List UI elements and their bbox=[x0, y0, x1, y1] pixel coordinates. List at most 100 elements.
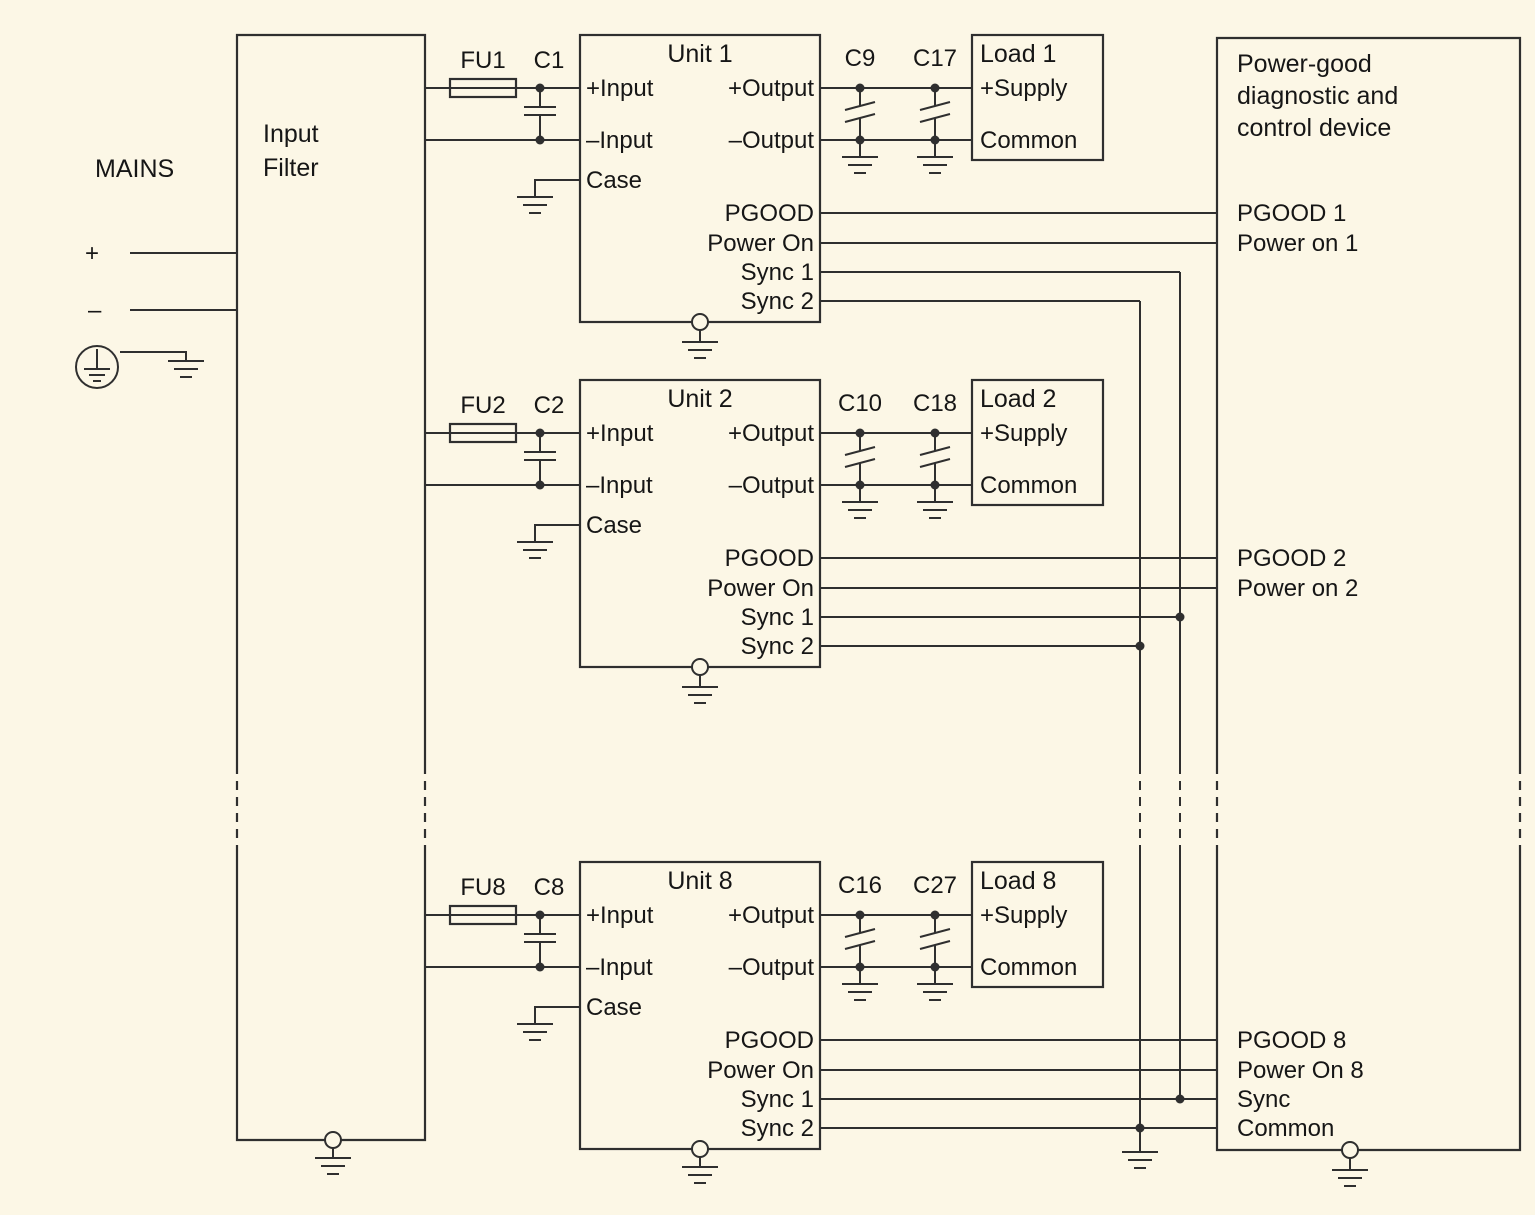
ground-icon bbox=[681, 341, 719, 359]
ctrl-poweron2-label: Power on 2 bbox=[1237, 575, 1358, 602]
unit1-input-cap-symbol bbox=[524, 88, 556, 140]
ground-icon bbox=[314, 1157, 352, 1175]
unit2-input-cap-label: C2 bbox=[534, 392, 565, 419]
control-device-box bbox=[1215, 36, 1522, 1152]
unit8-pin-neg-input: –Input bbox=[586, 954, 653, 981]
unit2-outcap2-symbol bbox=[919, 433, 951, 502]
junction-dot bbox=[930, 428, 940, 438]
unit2-outcap1-label: C10 bbox=[838, 390, 882, 417]
unit2-case-wire bbox=[534, 524, 580, 542]
junction-dot bbox=[855, 428, 865, 438]
control-title-3: control device bbox=[1237, 114, 1391, 142]
control-device-box-dashed bbox=[1215, 765, 1522, 845]
unit1-pin-case: Case bbox=[586, 167, 642, 194]
unit8-input-cap-label: C8 bbox=[534, 874, 565, 901]
junction-dot bbox=[535, 428, 545, 438]
pe-ground-glyph bbox=[84, 349, 110, 382]
unit2-input-wires bbox=[425, 432, 580, 486]
unit2-sig-power-on: Power On bbox=[707, 575, 814, 602]
junction-dot bbox=[855, 910, 865, 920]
unit8-sig-sync1: Sync 1 bbox=[741, 1086, 814, 1113]
input-filter-label-1: Input bbox=[263, 120, 319, 148]
input-filter-box-dashed bbox=[235, 765, 427, 845]
unit1-pin-pos-output: +Output bbox=[728, 75, 814, 102]
junction-dot bbox=[855, 83, 865, 93]
ground-icon bbox=[681, 1166, 719, 1184]
input-filter: Input Filter bbox=[235, 33, 427, 1175]
unit2-pin-neg-input: –Input bbox=[586, 472, 653, 499]
ground-icon bbox=[841, 501, 879, 519]
unit8-output-wires bbox=[820, 914, 972, 968]
unit2-pin-case: Case bbox=[586, 512, 642, 539]
unit2-pin-neg-output: –Output bbox=[729, 472, 815, 499]
ground-icon bbox=[516, 1023, 554, 1041]
unit1-fuse-symbol bbox=[448, 77, 518, 99]
load1-box bbox=[970, 33, 1105, 162]
unit2-sig-sync2: Sync 2 bbox=[741, 633, 814, 660]
junction-dot bbox=[930, 480, 940, 490]
unit1-pin-pos-input: +Input bbox=[586, 75, 654, 102]
input-filter-box bbox=[235, 33, 427, 1142]
unit2-sig-sync1: Sync 1 bbox=[741, 604, 814, 631]
ground-icon bbox=[516, 541, 554, 559]
unit1-sig-pgood: PGOOD bbox=[725, 200, 814, 227]
load1-title: Load 1 bbox=[980, 40, 1056, 68]
load8-common-label: Common bbox=[980, 954, 1077, 981]
ground-icon bbox=[167, 360, 205, 378]
ground-icon bbox=[516, 196, 554, 214]
load1-supply-label: +Supply bbox=[980, 75, 1067, 102]
unit8-input-wires bbox=[425, 914, 580, 968]
protective-earth-icon bbox=[75, 345, 119, 389]
load8-box bbox=[970, 860, 1105, 989]
unit1-sig-sync2: Sync 2 bbox=[741, 288, 814, 315]
junction-dot bbox=[1135, 641, 1145, 651]
filter-case-terminal bbox=[324, 1131, 342, 1149]
unit2-input-cap-symbol bbox=[524, 433, 556, 485]
junction-dot bbox=[930, 135, 940, 145]
load2-common-label: Common bbox=[980, 472, 1077, 499]
junction-dot bbox=[930, 83, 940, 93]
junction-dot bbox=[855, 135, 865, 145]
unit8-pin-case: Case bbox=[586, 994, 642, 1021]
unit2-outcap2-label: C18 bbox=[913, 390, 957, 417]
unit-2-section: FU2 C2 Unit 2 +Input –Input Case +Output… bbox=[425, 378, 1217, 704]
unit1-title: Unit 1 bbox=[667, 40, 732, 68]
unit8-sig-pgood: PGOOD bbox=[725, 1027, 814, 1054]
junction-dot bbox=[930, 910, 940, 920]
unit-1-section: FU1 C1 Unit 1 +Input –Input Case +Output… bbox=[425, 33, 1217, 359]
unit8-outcap1-label: C16 bbox=[838, 872, 882, 899]
ctrl-poweron1-label: Power on 1 bbox=[1237, 230, 1358, 257]
unit1-pin-neg-input: –Input bbox=[586, 127, 653, 154]
unit1-case-terminal bbox=[691, 313, 709, 331]
unit2-pin-pos-input: +Input bbox=[586, 420, 654, 447]
junction-dot bbox=[1135, 1123, 1145, 1133]
load1-common-label: Common bbox=[980, 127, 1077, 154]
load2-supply-label: +Supply bbox=[980, 420, 1067, 447]
unit8-outcap2-symbol bbox=[919, 915, 951, 984]
ground-icon bbox=[916, 501, 954, 519]
load2-box bbox=[970, 378, 1105, 507]
unit8-case-wire bbox=[534, 1006, 580, 1024]
load8-supply-label: +Supply bbox=[980, 902, 1067, 929]
ctrl-pgood1-label: PGOOD 1 bbox=[1237, 200, 1346, 227]
junction-dot bbox=[535, 910, 545, 920]
ground-icon bbox=[681, 686, 719, 704]
control-title-2: diagnostic and bbox=[1237, 82, 1398, 110]
unit1-pin-neg-output: –Output bbox=[729, 127, 815, 154]
unit1-outcap2-symbol bbox=[919, 88, 951, 157]
unit8-sig-sync2: Sync 2 bbox=[741, 1115, 814, 1142]
junction-dot bbox=[930, 962, 940, 972]
unit8-fuse-symbol bbox=[448, 904, 518, 926]
unit8-pin-pos-input: +Input bbox=[586, 902, 654, 929]
unit2-pin-pos-output: +Output bbox=[728, 420, 814, 447]
unit2-output-wires bbox=[820, 432, 972, 486]
unit1-output-wires bbox=[820, 87, 972, 141]
unit8-title: Unit 8 bbox=[667, 867, 732, 895]
junction-dot bbox=[1175, 612, 1185, 622]
junction-dot bbox=[1175, 1094, 1185, 1104]
unit8-outcap2-label: C27 bbox=[913, 872, 957, 899]
mains-section: MAINS + – bbox=[75, 155, 237, 389]
ground-icon bbox=[841, 983, 879, 1001]
ground-icon bbox=[1121, 1151, 1159, 1169]
